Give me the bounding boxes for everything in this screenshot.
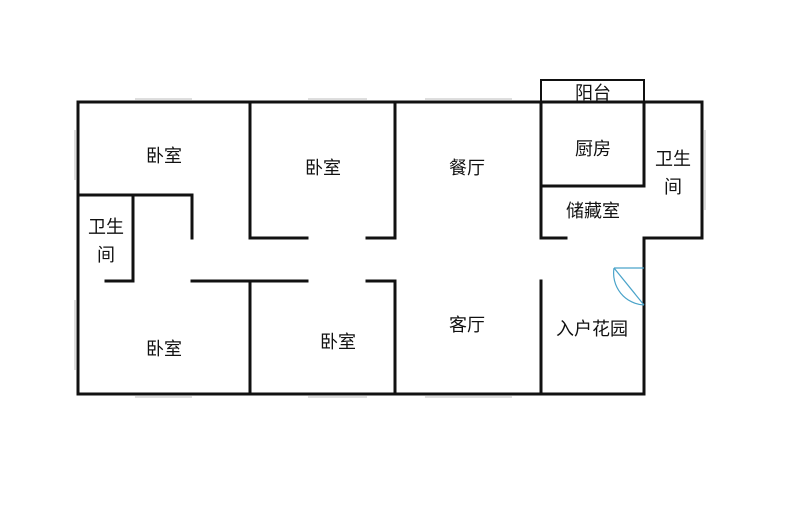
room-label-storage-room: 储藏室 [566, 201, 620, 222]
outer-walls [76, 100, 704, 396]
window-marks [74, 98, 706, 398]
balcony-walls [539, 79, 646, 104]
room-label-bathroom-left-line2: 间 [97, 245, 115, 266]
room-labels: 卧室 卧室 餐厅 厨房 阳台 储藏室 卫生 间 卫生 间 卧室 卧室 客厅 入户… [88, 83, 691, 360]
room-label-dining-room: 餐厅 [449, 158, 485, 179]
room-label-bedroom-bottom-middle: 卧室 [320, 332, 356, 353]
room-label-living-room: 客厅 [449, 315, 485, 336]
interior-walls [76, 100, 646, 396]
room-label-bedroom-top-left: 卧室 [146, 146, 182, 167]
room-label-kitchen: 厨房 [575, 139, 611, 160]
room-label-bedroom-bottom-left: 卧室 [146, 339, 182, 360]
room-label-bedroom-top-middle: 卧室 [305, 158, 341, 179]
room-label-bathroom-right-line2: 间 [664, 177, 682, 198]
room-label-bathroom-left-line1: 卫生 [88, 217, 124, 238]
room-label-entrance-garden: 入户花园 [556, 319, 628, 340]
entrance-door [613, 267, 645, 306]
room-label-bathroom-right-line1: 卫生 [655, 149, 691, 170]
room-label-balcony: 阳台 [575, 83, 611, 104]
